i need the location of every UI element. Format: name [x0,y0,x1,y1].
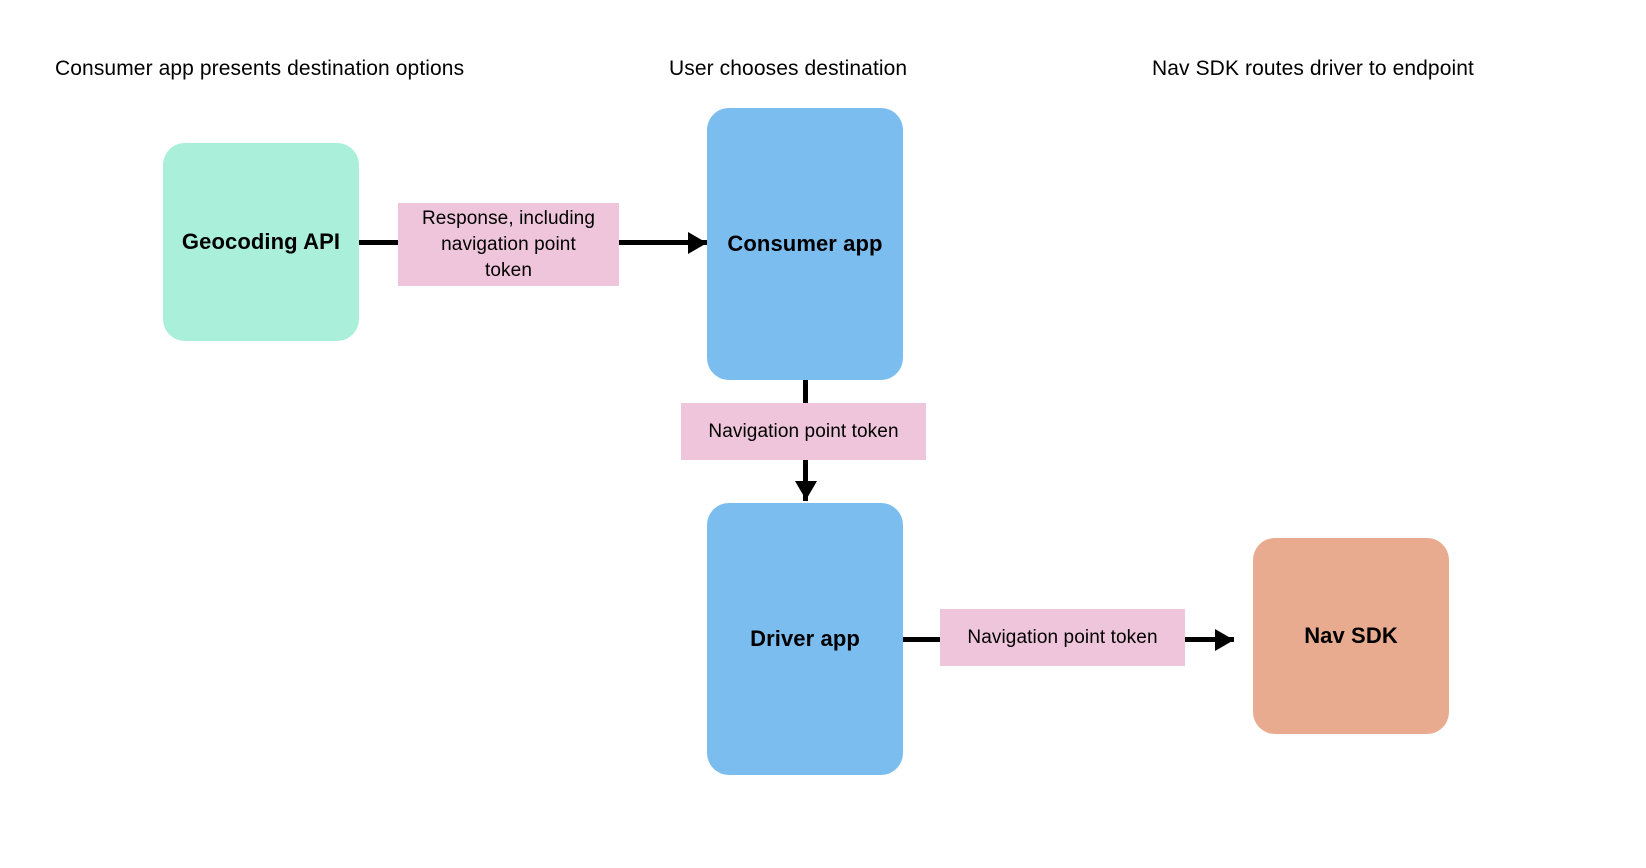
node-label-geocoding-api: Geocoding API [181,229,341,254]
edge-label-response-including-navigation-point-token: Response, including navigation point tok… [398,203,619,286]
node-label-driver-app: Driver app [750,626,860,651]
edge-label-text-navigation-point-token-mid: Navigation point token [708,420,899,442]
node-consumer-app[interactable]: Consumer app [707,108,903,380]
node-label-consumer-app: Consumer app [727,231,883,256]
arrowhead-right-icon-driver-to-navsdk [1215,629,1234,651]
arrowhead-right-icon-geocoding-to-consumer [688,232,707,254]
node-nav-sdk[interactable]: Nav SDK [1253,538,1449,734]
column-header-user-chooses-destination: User chooses destination [669,57,908,80]
column-header-consumer-app-presents: Consumer app presents destination option… [55,57,465,80]
edge-label-text-response-token: Response, including navigation point tok… [421,207,595,281]
edge-label-text-navigation-point-token-bottom: Navigation point token [967,626,1158,648]
edge-label-navigation-point-token-consumer-to-driver: Navigation point token [681,403,926,460]
column-header-nav-sdk-routes-driver: Nav SDK routes driver to endpoint [1152,57,1474,80]
node-driver-app[interactable]: Driver app [707,503,903,775]
arrowhead-down-icon-consumer-to-driver [795,481,817,500]
edge-label-navigation-point-token-driver-to-navsdk: Navigation point token [940,609,1185,666]
node-geocoding-api[interactable]: Geocoding API [163,143,359,341]
node-label-nav-sdk: Nav SDK [1304,623,1398,648]
